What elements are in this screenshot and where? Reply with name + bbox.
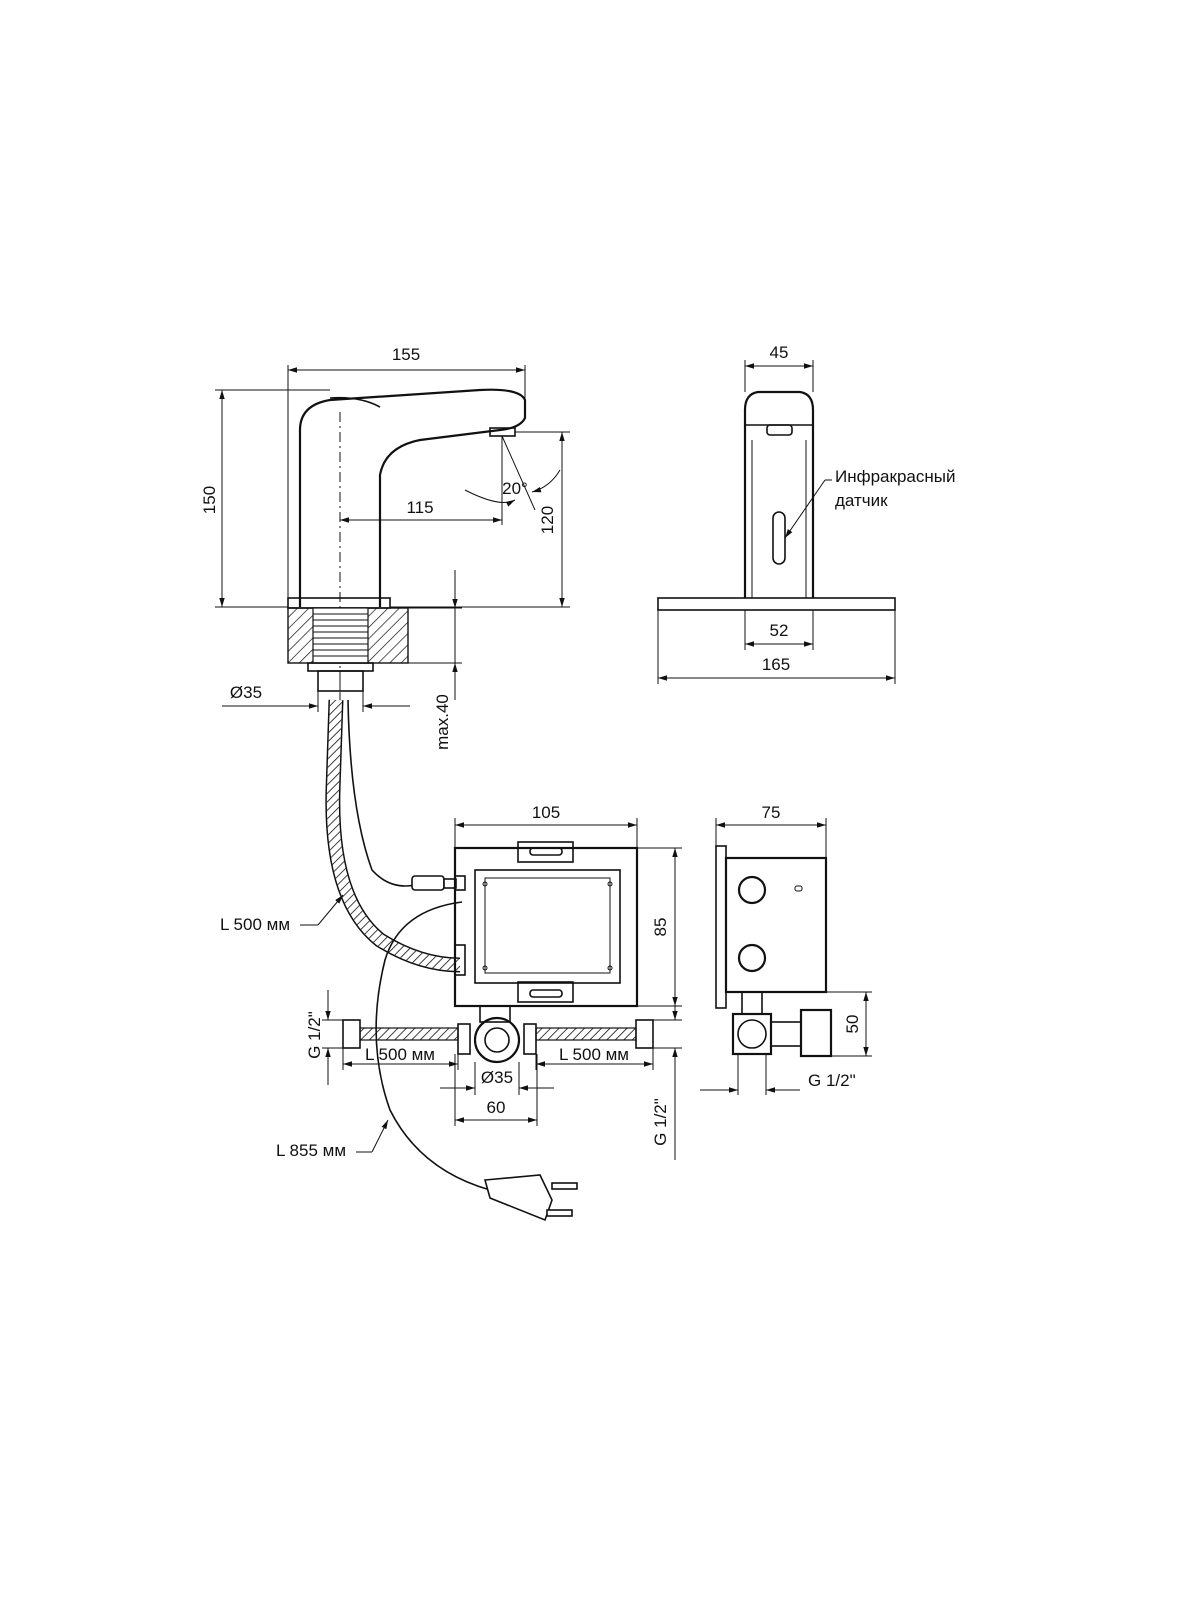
dim-115: 115 bbox=[406, 498, 433, 517]
dim-150: 150 bbox=[200, 486, 219, 514]
control-box-front: 105 85 G 1/2" L 500 мм L 500 мм Ø35 60 bbox=[305, 803, 682, 1160]
dim-105: 105 bbox=[532, 803, 560, 822]
sensor-label: Инфракрасный bbox=[835, 467, 955, 486]
dim-85: 85 bbox=[651, 918, 670, 937]
thread-side: G 1/2" bbox=[808, 1071, 856, 1090]
control-box-side: 75 50 G 1/2" bbox=[700, 803, 872, 1095]
dim-valve-diameter: Ø35 bbox=[481, 1068, 513, 1087]
cable-length: L 855 мм bbox=[276, 1141, 346, 1160]
hoses: L 500 мм L 855 мм bbox=[220, 699, 578, 1222]
dim-165: 165 bbox=[762, 655, 790, 674]
hose-left-length: L 500 мм bbox=[365, 1045, 435, 1064]
dim-shank-diameter: Ø35 bbox=[230, 683, 262, 702]
dim-52: 52 bbox=[770, 621, 789, 640]
dim-60: 60 bbox=[487, 1098, 506, 1117]
sensor-label-2: датчик bbox=[835, 491, 888, 510]
infrared-sensor-window bbox=[772, 511, 786, 565]
dim-75: 75 bbox=[762, 803, 781, 822]
dim-max-thickness: max.40 bbox=[433, 694, 452, 750]
sensor-hose-length: L 500 мм bbox=[220, 915, 290, 934]
dim-50: 50 bbox=[843, 1015, 862, 1034]
dim-angle: 20° bbox=[502, 479, 528, 498]
faucet-front-view: 45 52 165 Инфракрасный датчик bbox=[657, 343, 955, 684]
thread-bottom: G 1/2" bbox=[651, 1098, 670, 1146]
dim-120: 120 bbox=[538, 506, 557, 534]
hose-right-length: L 500 мм bbox=[559, 1045, 629, 1064]
dim-155: 155 bbox=[392, 345, 420, 364]
faucet-side-view: 155 150 115 120 20° Ø35 max.40 bbox=[200, 345, 570, 750]
thread-left: G 1/2" bbox=[305, 1011, 324, 1059]
dim-45: 45 bbox=[770, 343, 789, 362]
shank-thread bbox=[313, 613, 368, 657]
power-plug bbox=[483, 1174, 578, 1222]
